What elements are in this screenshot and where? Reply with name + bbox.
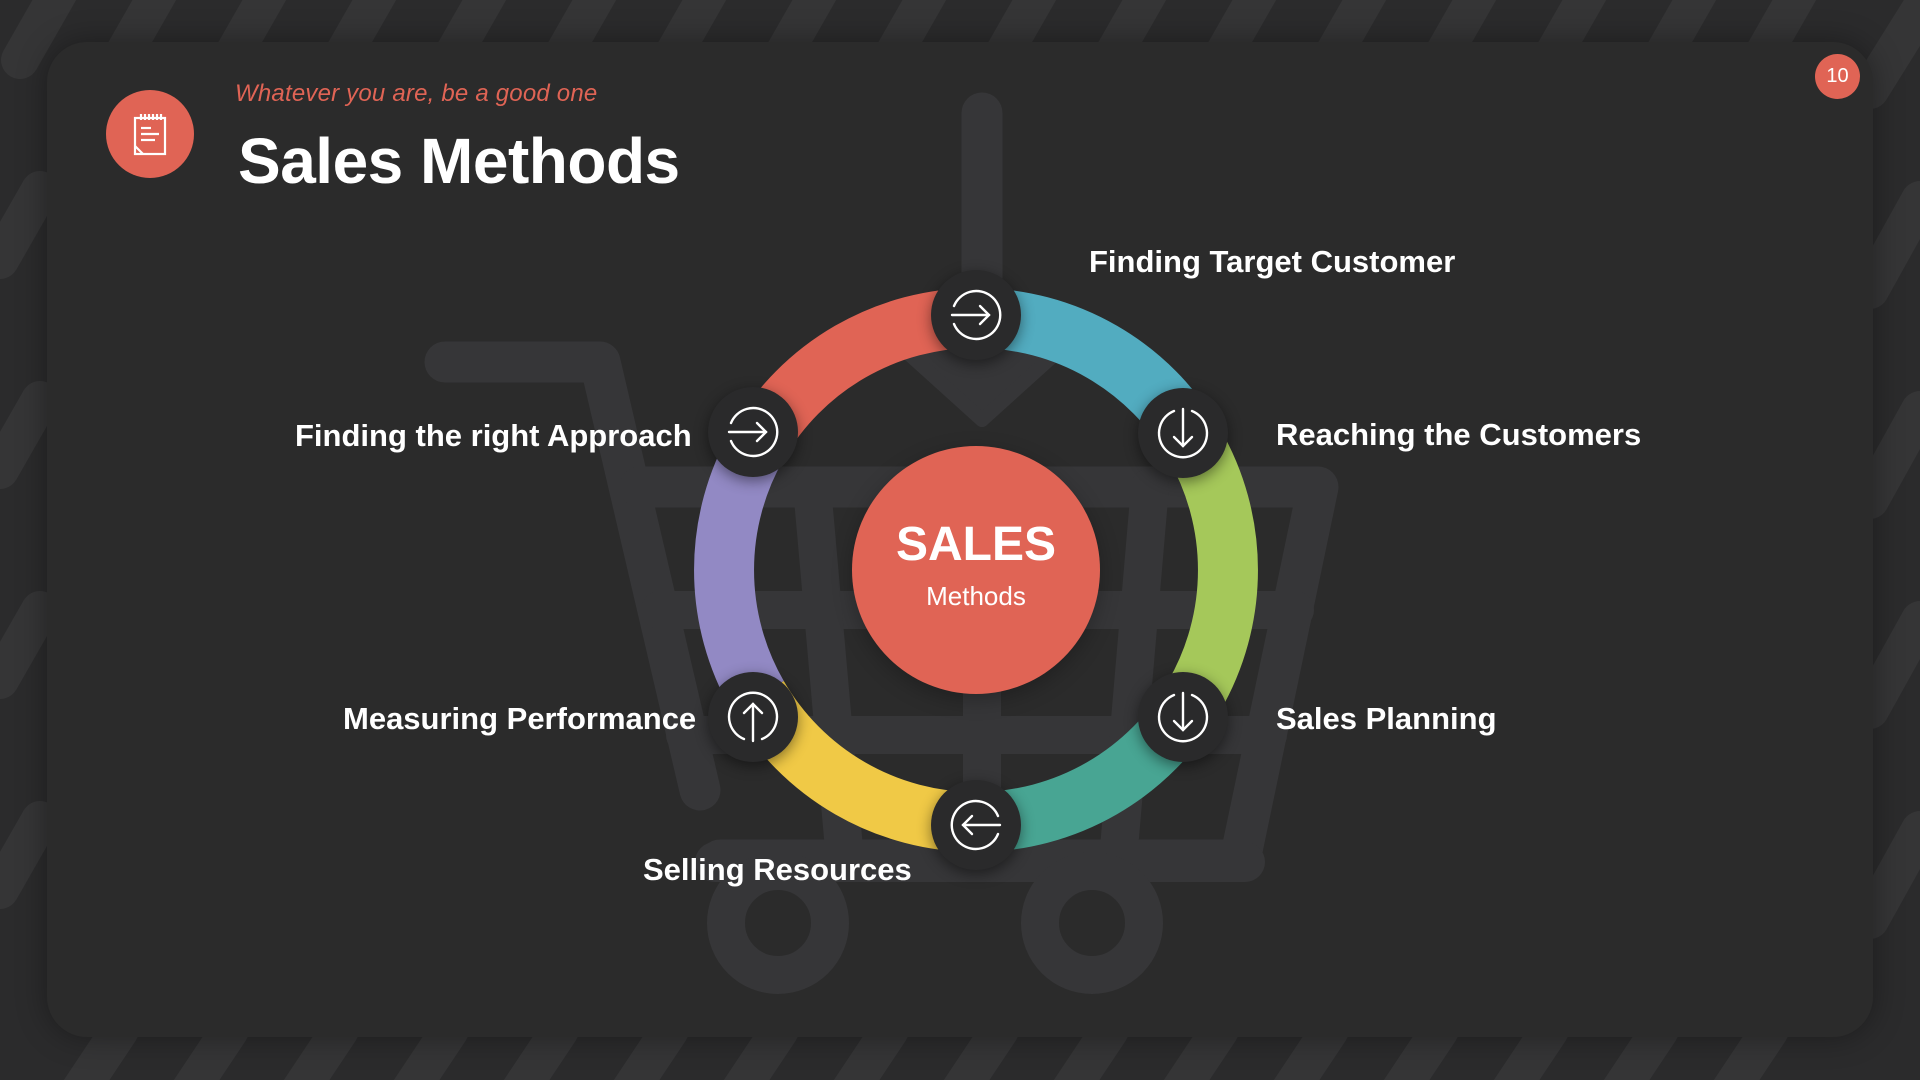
slide-subtitle: Whatever you are, be a good one — [235, 80, 598, 107]
arrow-right-circle-icon — [727, 406, 779, 458]
step-node-resources — [931, 780, 1021, 870]
step-label-target: Finding Target Customer — [1089, 244, 1456, 279]
ring-segment-performance — [694, 429, 785, 711]
step-node-target — [931, 270, 1021, 360]
step-label-reaching: Reaching the Customers — [1276, 417, 1642, 452]
center-hub: SALES Methods — [852, 446, 1100, 694]
step-label-performance: Measuring Performance — [343, 701, 697, 736]
step-node-approach — [708, 387, 798, 477]
arrow-left-circle-icon — [950, 799, 1002, 851]
step-node-planning — [1138, 672, 1228, 762]
step-node-reaching — [1138, 388, 1228, 478]
ring-segment-reaching — [1167, 429, 1258, 711]
step-node-performance — [708, 672, 798, 762]
slide-title: Sales Methods — [238, 125, 680, 197]
center-title: SALES — [895, 518, 1057, 571]
arrow-right-circle-icon — [950, 289, 1002, 341]
page-number-badge: 10 — [1815, 54, 1860, 99]
step-label-resources: Selling Resources — [643, 852, 912, 887]
step-label-planning: Sales Planning — [1276, 701, 1497, 736]
notepad-icon — [133, 114, 167, 156]
center-subtitle: Methods — [926, 581, 1026, 611]
arrow-down-circle-icon — [1157, 407, 1209, 459]
arrow-down-circle-icon — [1157, 691, 1209, 743]
step-label-approach: Finding the right Approach — [295, 418, 692, 453]
header-icon-badge — [106, 90, 194, 178]
arrow-up-circle-icon — [727, 691, 779, 743]
